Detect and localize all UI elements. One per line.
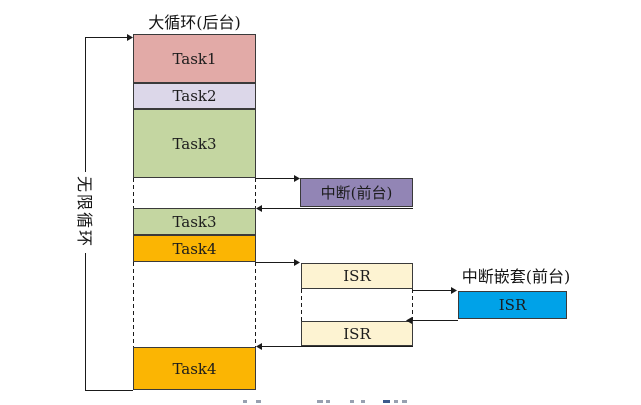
arrowhead-to-nested-isr xyxy=(451,287,457,294)
arrowhead-to-isr xyxy=(294,259,300,266)
task4-resume-box: Task4 xyxy=(133,347,256,390)
task2-box: Task2 xyxy=(133,83,256,109)
isr-nested-box: ISR xyxy=(458,291,567,319)
isr-second-box: ISR xyxy=(301,321,413,346)
arrowhead-interrupt-back xyxy=(256,205,262,212)
isr-first-box: ISR xyxy=(301,263,413,289)
task4-box: Task4 xyxy=(133,235,256,262)
arrowhead-isr-back xyxy=(256,343,262,350)
task1-box: Task1 xyxy=(133,34,256,83)
task3-resume-box: Task3 xyxy=(133,208,256,235)
diagram-title: 大循环(后台) xyxy=(148,13,241,32)
interrupt-nesting-label: 中断嵌套(前台) xyxy=(461,267,571,286)
infinite-loop-label: 无限循环 xyxy=(75,175,94,248)
interrupt-foreground-box: 中断(前台) xyxy=(300,178,413,207)
task3-box: Task3 xyxy=(133,109,256,178)
